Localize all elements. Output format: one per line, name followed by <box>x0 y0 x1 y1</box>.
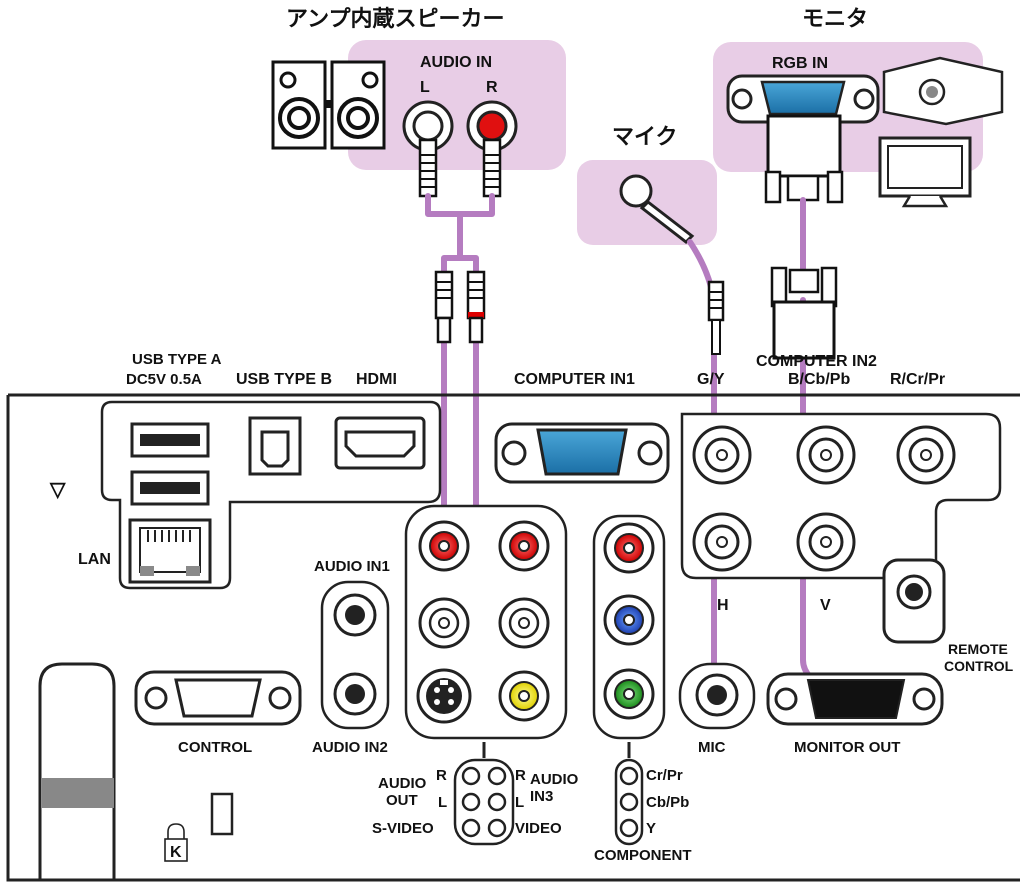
remote-control-port <box>882 558 946 644</box>
component-cb-pb-jack <box>603 594 655 646</box>
audio-out-label: AUDIO <box>378 775 427 792</box>
legend-svideo-dot <box>461 818 481 838</box>
microphone-icon <box>619 174 695 244</box>
legend-l-right-label: L <box>515 794 524 811</box>
monitor-label: モニタ <box>802 7 868 32</box>
component-label: COMPONENT <box>594 847 692 864</box>
control-label: CONTROL <box>178 739 252 756</box>
amp-speaker-label: アンプ内蔵スピーカー <box>286 7 504 32</box>
s-video-label: S-VIDEO <box>372 820 434 837</box>
computer-in1-port <box>494 422 670 484</box>
triangle-mark: ▽ <box>49 479 66 501</box>
projector-back-panel <box>6 393 1020 882</box>
usb-type-b-label: USB TYPE B <box>236 371 332 388</box>
audio-in3-r-jack <box>498 520 550 572</box>
legend-r-right-label: R <box>515 767 526 784</box>
lan-port <box>128 518 212 584</box>
legend-r-right-dot <box>487 766 507 786</box>
monitor-rgb-in-port <box>726 74 880 124</box>
speaker-audio-cable <box>425 193 495 617</box>
mic-device-label: マイク <box>612 125 678 150</box>
usb-type-a-label: USB TYPE A <box>132 351 222 368</box>
control-port <box>134 670 302 726</box>
audio-in2-label: AUDIO IN2 <box>312 739 388 756</box>
remote-control-label-2: CONTROL <box>944 658 1014 674</box>
vga-plug-icon <box>770 266 838 360</box>
lan-label: LAN <box>78 551 111 568</box>
audio-in3-label: AUDIO <box>530 771 579 788</box>
mini-plug-icon <box>707 280 725 355</box>
slot-mark <box>210 792 234 836</box>
bnc-r-cr-pr-jack <box>896 425 956 485</box>
bnc-h-jack <box>692 512 752 572</box>
usb-type-a-power-label: DC5V 0.5A <box>126 371 202 388</box>
rca-plug-icon <box>418 138 502 198</box>
audio-in1-jack <box>333 593 377 637</box>
h-label: H <box>717 597 729 614</box>
bcbpb-label: B/Cb/Pb <box>788 371 850 388</box>
monitor-out-label: MONITOR OUT <box>794 739 900 756</box>
vga-plug-icon <box>764 114 844 204</box>
component-cr-pr-jack <box>603 522 655 574</box>
kensington-lock-icon: K <box>164 823 188 862</box>
audio-out-l-jack <box>418 597 470 649</box>
mic-label: MIC <box>698 739 726 756</box>
speaker-audio-in-l-jack <box>402 100 454 152</box>
stand-foot-icon <box>38 662 116 882</box>
rgb-in-label: RGB IN <box>772 55 828 72</box>
y-label: Y <box>646 820 656 837</box>
legend-y-dot <box>619 818 639 838</box>
hdmi-label: HDMI <box>356 371 397 388</box>
audio-in2-jack <box>333 672 377 716</box>
remote-control-label: REMOTE <box>948 641 1008 657</box>
audio-out-label-2: OUT <box>386 792 418 809</box>
rcrpr-label: R/Cr/Pr <box>890 371 945 388</box>
bnc-g-y-jack <box>692 425 752 485</box>
legend-cr-pr-dot <box>619 766 639 786</box>
legend-r-left-dot <box>461 766 481 786</box>
audio-in-top-label: AUDIO IN <box>420 54 492 71</box>
audio-in-l-label: L <box>420 79 430 96</box>
legend-r-left-label: R <box>436 767 447 784</box>
video-jack <box>498 670 550 722</box>
bnc-b-cb-pb-jack <box>796 425 856 485</box>
legend-l-left-dot <box>461 792 481 812</box>
mic-jack <box>695 673 739 717</box>
audio-in-r-label: R <box>486 79 498 96</box>
computer-in2-label: COMPUTER IN2 <box>756 353 877 370</box>
legend-video-dot <box>487 818 507 838</box>
audio-in3-l-jack <box>498 597 550 649</box>
audio-out-r-jack <box>418 520 470 572</box>
projector-icon <box>882 56 1004 126</box>
computer-in1-label: COMPUTER IN1 <box>514 371 635 388</box>
legend-l-left-label: L <box>438 794 447 811</box>
usb-a-port-lower <box>130 470 210 506</box>
speaker-icon <box>271 60 386 150</box>
component-y-jack <box>603 668 655 720</box>
cr-pr-label: Cr/Pr <box>646 767 683 784</box>
v-label: V <box>820 597 831 614</box>
monitor-out-port <box>766 672 944 726</box>
legend-l-right-dot <box>487 792 507 812</box>
cb-pb-label: Cb/Pb <box>646 794 689 811</box>
svg-text:K: K <box>170 844 182 861</box>
usb-a-port-upper <box>130 422 210 458</box>
audio-in3-label-2: IN3 <box>530 788 553 805</box>
video-label: VIDEO <box>515 820 562 837</box>
rca-plug-icon <box>434 270 486 344</box>
bnc-v-jack <box>796 512 856 572</box>
usb-b-port <box>248 416 302 476</box>
hdmi-port <box>334 416 426 470</box>
speaker-audio-in-r-jack <box>466 100 518 152</box>
monitor-icon <box>878 136 972 208</box>
gy-label: G/Y <box>697 371 725 388</box>
legend-cb-pb-dot <box>619 792 639 812</box>
s-video-jack <box>416 668 472 724</box>
audio-in1-label: AUDIO IN1 <box>314 558 390 575</box>
